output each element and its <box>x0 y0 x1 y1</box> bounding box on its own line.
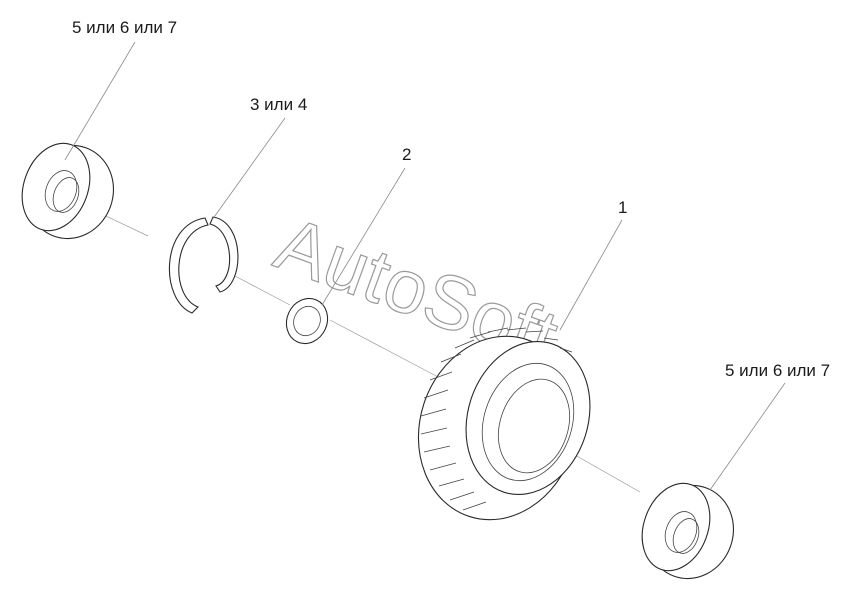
callout-snap-ring: 3 или 4 <box>250 95 307 114</box>
leader-gear <box>559 219 623 331</box>
leader-bearing-top <box>64 41 136 161</box>
callout-bearing-bottom: 5 или 6 или 7 <box>725 361 830 380</box>
spline-gear <box>417 327 591 521</box>
leader-snap-ring <box>211 117 286 221</box>
callout-gear: 1 <box>618 198 627 217</box>
bearing-top <box>21 142 115 240</box>
washer <box>285 297 329 345</box>
bearing-bottom <box>641 482 735 580</box>
leader-bearing-bottom <box>709 382 786 491</box>
callout-bearing-top: 5 или 6 или 7 <box>72 18 177 37</box>
callout-washer: 2 <box>402 145 411 164</box>
leader-washer <box>321 167 406 306</box>
snap-ring <box>168 216 239 314</box>
